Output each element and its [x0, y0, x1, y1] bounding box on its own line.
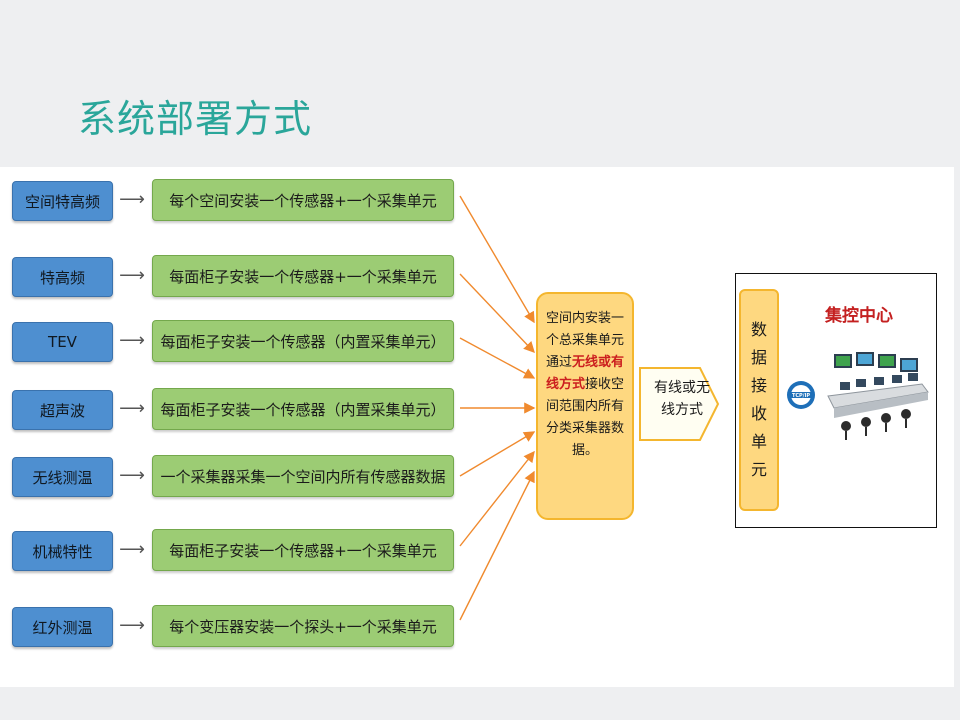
receiver-char: 单 — [750, 432, 767, 451]
description-box: 一个采集器采集一个空间内所有传感器数据 — [152, 455, 454, 497]
link-arrow-shape — [639, 367, 720, 441]
description-box: 每面柜子安装一个传感器（内置采集单元） — [152, 388, 454, 430]
description-box: 每个空间安装一个传感器+一个采集单元 — [152, 179, 454, 221]
receiver-char: 数 — [750, 320, 767, 339]
center-highlight: 无线或有线方式 — [545, 355, 625, 392]
link-label: 有线或无线方式 — [654, 380, 710, 418]
control-center-title: 集控中心 — [825, 306, 893, 326]
source-box: 无线测温 — [12, 457, 113, 497]
right-arrow-icon: ⟶ — [119, 265, 145, 286]
receiver-char: 接 — [750, 376, 767, 395]
arrow-line-1 — [459, 195, 535, 324]
arrow-line-7 — [459, 470, 535, 621]
right-arrow-icon: ⟶ — [119, 398, 145, 419]
description-box: 每面柜子安装一个传感器+一个采集单元 — [152, 255, 454, 297]
receiver-unit-box: 数据接收单元 — [739, 289, 779, 511]
arrow-line-6 — [459, 450, 535, 547]
right-arrow-icon: ⟶ — [119, 539, 145, 560]
source-box: 超声波 — [12, 390, 113, 430]
central-collector-box: 空间内安装一个总采集单元通过无线或有线方式接收空间范围内所有分类采集器数据。 — [536, 292, 634, 520]
right-arrow-icon: ⟶ — [119, 465, 145, 486]
description-box: 每个变压器安装一个探头+一个采集单元 — [152, 605, 454, 647]
svg-text:TCP/IP: TCP/IP — [792, 393, 810, 399]
center-text-after: 接收空间范围内所有分类采集器数据。 — [545, 377, 625, 458]
receiver-char: 元 — [750, 460, 767, 479]
source-box: 红外测温 — [12, 607, 113, 647]
description-box: 每面柜子安装一个传感器（内置采集单元） — [152, 320, 454, 362]
description-box: 每面柜子安装一个传感器+一个采集单元 — [152, 529, 454, 571]
arrow-line-2 — [459, 273, 535, 354]
receiver-char: 收 — [750, 404, 767, 423]
receiver-char: 据 — [750, 348, 767, 367]
center-text-before: 空间内安装一个总采集单元通过 — [545, 311, 624, 370]
right-arrow-icon: ⟶ — [119, 189, 145, 210]
tcp-ip-icon: TCP/IP — [787, 381, 815, 409]
right-arrow-icon: ⟶ — [119, 615, 145, 636]
right-arrow-icon: ⟶ — [119, 330, 145, 351]
page-title: 系统部署方式 — [78, 97, 313, 141]
source-box: 机械特性 — [12, 531, 113, 571]
source-box: 空间特高频 — [12, 181, 113, 221]
arrow-line-5 — [459, 431, 536, 477]
arrow-line-3 — [459, 337, 536, 379]
source-box: TEV — [12, 322, 113, 362]
control-room-picture — [827, 352, 929, 440]
source-box: 特高频 — [12, 257, 113, 297]
